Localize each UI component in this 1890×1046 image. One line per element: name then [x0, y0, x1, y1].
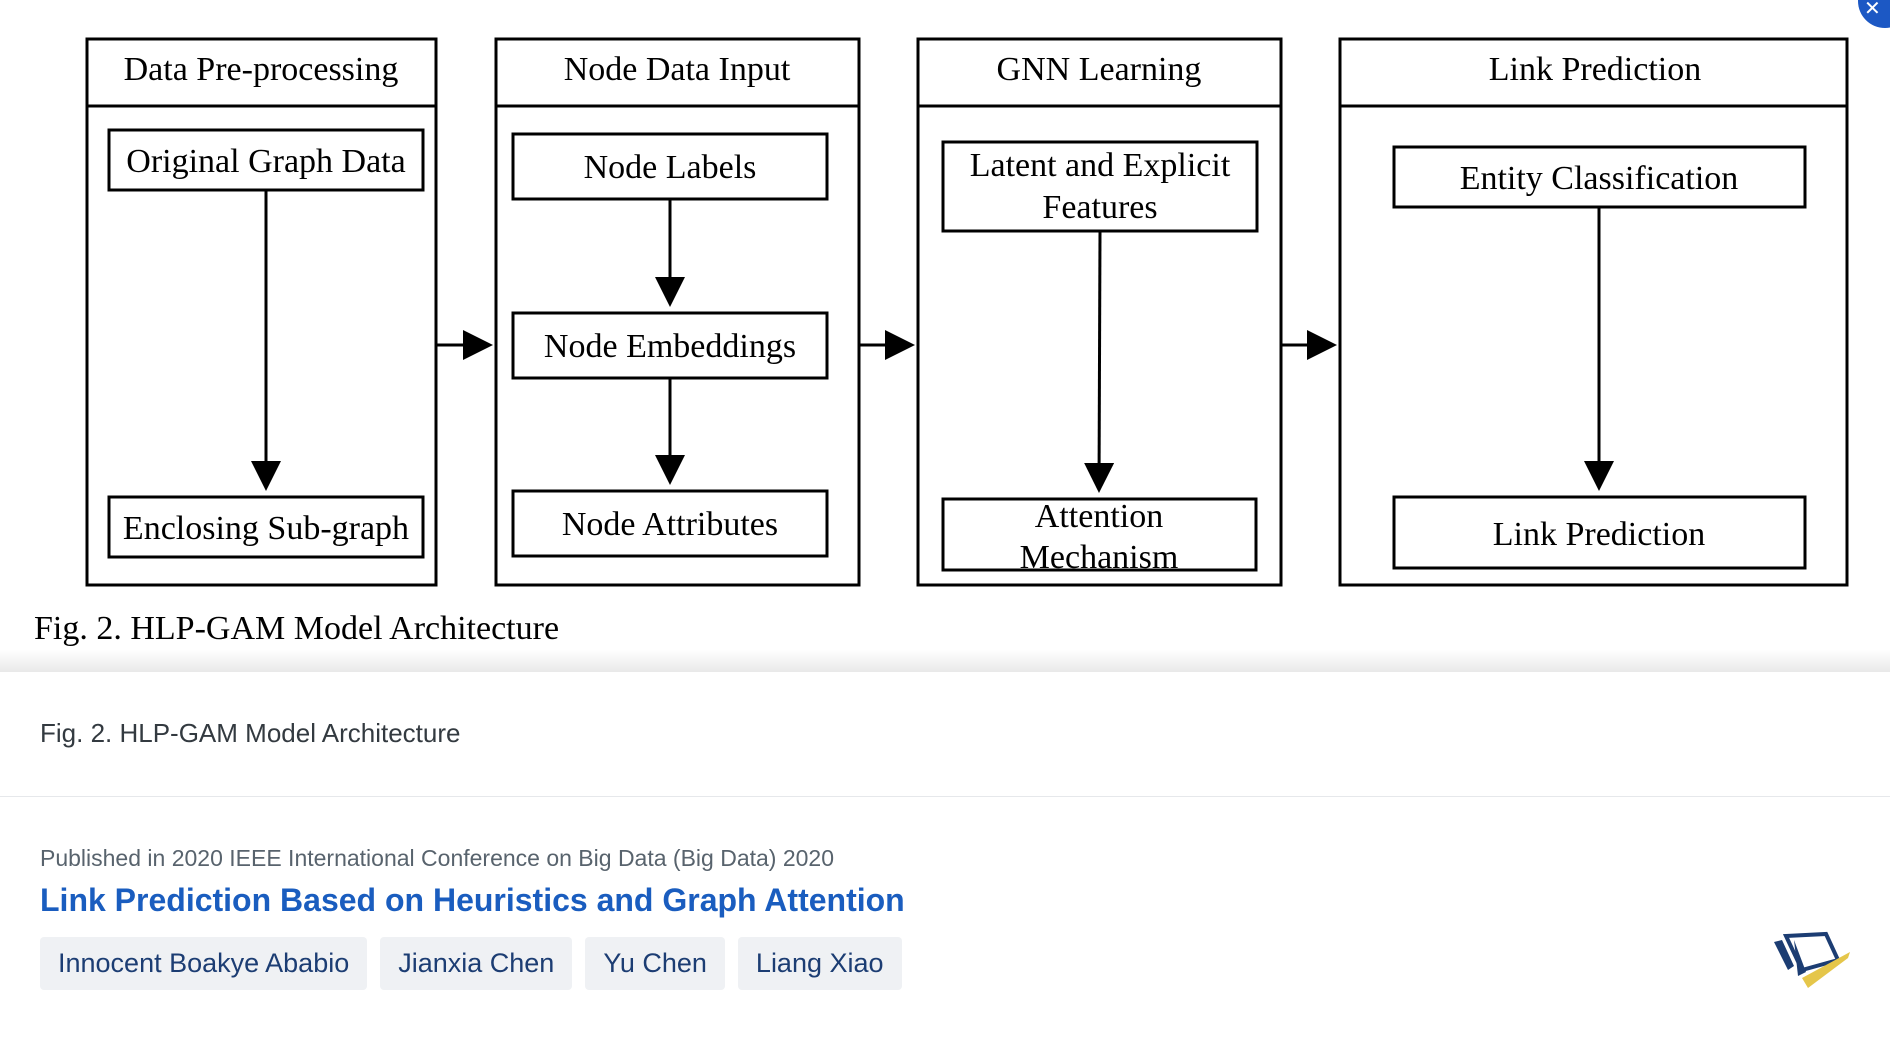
- figure-panel: Data Pre-processing Original Graph Data …: [34, 0, 1890, 647]
- box-enclosing-sub-graph: [107, 495, 425, 559]
- box-label: Node Labels: [584, 149, 757, 186]
- figure-caption: Fig. 2. HLP-GAM Model Architecture: [40, 718, 461, 748]
- author-chip[interactable]: Jianxia Chen: [380, 937, 573, 990]
- panel-title: GNN Learning: [997, 51, 1202, 88]
- panel-title: Link Prediction: [1489, 51, 1701, 88]
- box-label: Entity Classification: [1460, 160, 1739, 197]
- paper-metadata: Published in 2020 IEEE International Con…: [40, 845, 905, 990]
- panel-shadow: [0, 650, 1890, 674]
- close-icon: ✕: [1864, 0, 1881, 20]
- box-label: Mechanism: [1020, 539, 1179, 576]
- box-label: Original Graph Data: [126, 143, 405, 180]
- venue-text: Published in 2020 IEEE International Con…: [40, 845, 835, 871]
- author-chip[interactable]: Yu Chen: [585, 937, 725, 990]
- panel-node-data-input: Node Data Input Node Labels Node Embeddi…: [494, 37, 861, 587]
- caption-bar: Fig. 2. HLP-GAM Model Architecture: [0, 672, 1890, 797]
- box-node-attributes: [511, 489, 829, 558]
- box-label: Node Attributes: [562, 506, 778, 543]
- box-label: Enclosing Sub-graph: [123, 510, 409, 547]
- publisher-logo-icon: [1774, 931, 1850, 988]
- box-label: Features: [1042, 189, 1157, 226]
- panel-gnn-learning: GNN Learning Latent and Explicit Feature…: [916, 37, 1283, 587]
- architecture-diagram: Data Pre-processing Original Graph Data …: [34, 37, 1849, 647]
- box-label: Latent and Explicit: [970, 147, 1231, 184]
- panel-link-prediction: Link Prediction Entity Classification Li…: [1338, 37, 1849, 587]
- inline-figure-caption: Fig. 2. HLP-GAM Model Architecture: [34, 610, 559, 647]
- box-label: Attention: [1035, 498, 1163, 535]
- box-attention-mechanism: [941, 497, 1258, 572]
- panel-title: Node Data Input: [564, 51, 791, 88]
- author-chip[interactable]: Innocent Boakye Ababio: [40, 937, 368, 990]
- author-chip[interactable]: Liang Xiao: [737, 937, 902, 990]
- panel-data-preprocessing: Data Pre-processing Original Graph Data …: [85, 37, 438, 587]
- panel-title: Data Pre-processing: [124, 51, 399, 88]
- paper-title-link[interactable]: Link Prediction Based on Heuristics and …: [40, 882, 905, 918]
- box-label: Node Embeddings: [544, 328, 796, 365]
- box-label: Link Prediction: [1493, 516, 1705, 553]
- box-link-prediction: [1392, 495, 1807, 570]
- arrow: [1084, 230, 1115, 493]
- author-list: Innocent Boakye Ababio Jianxia Chen Yu C…: [40, 937, 905, 990]
